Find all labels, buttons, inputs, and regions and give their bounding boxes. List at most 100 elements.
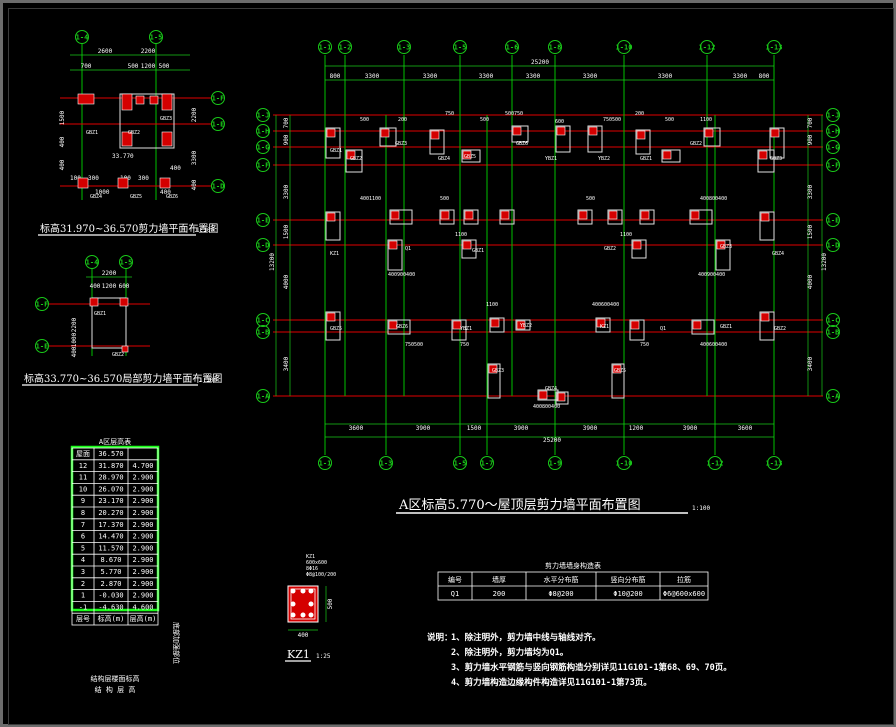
tl-axis-top-1-label: 1-5 <box>150 34 163 42</box>
wall-column-36 <box>488 364 498 374</box>
wall-label-1: GBZ2 <box>350 156 362 162</box>
piece-dim-23: 400600400 <box>700 342 727 348</box>
floor-row-2-elev: 26.070 <box>98 485 123 493</box>
wall-column-4 <box>462 150 472 160</box>
piece-dim-14: 1100 <box>455 232 467 238</box>
dim-bottom-4: 3900 <box>583 425 598 432</box>
wall-piece-24 <box>461 239 477 259</box>
main-title-scale: 1:100 <box>692 505 710 512</box>
top-left-title: 标高31.970~36.570剪力墙平面布置图 <box>40 222 218 235</box>
ml-dim-top: 2200 <box>102 270 117 277</box>
dim-bottom-0: 3600 <box>349 425 364 432</box>
tl-dim-left-0: 1500 <box>59 110 66 125</box>
wall-label-12: Q1 <box>405 246 411 252</box>
axis-left-6-label: 1-C <box>257 317 270 325</box>
floor-row-6-height: 2.900 <box>132 533 153 541</box>
dim-top-6: 3300 <box>658 73 673 80</box>
dim-left-total: 13200 <box>269 253 276 271</box>
axis-right-2-label: 1-G <box>827 144 840 152</box>
wall-column-35 <box>760 312 770 322</box>
axis-left-2-label: 1-G <box>257 144 270 152</box>
axis-left-3-label: 1-F <box>257 162 270 170</box>
wall-column-20 <box>640 210 650 220</box>
axis-bottom-2-circle <box>453 456 467 470</box>
wall-piece-36 <box>487 363 501 399</box>
note-1: 1、除注明外，剪力墙中线与轴线对齐。 <box>451 632 601 643</box>
tl-axis-right-0-label: 1-F <box>212 95 225 103</box>
wall-label-16: GBZ4 <box>772 251 784 257</box>
dim-left-4: 4000 <box>283 274 290 289</box>
piece-dim-9: 1100 <box>700 117 712 123</box>
axis-right-5-circle <box>826 238 840 252</box>
axis-top-7-circle <box>700 40 714 54</box>
floor-row-9-no: 3 <box>81 568 85 576</box>
wall-column-8 <box>636 130 646 140</box>
tl-dim-right-0: 2200 <box>191 107 198 122</box>
axis-right-0-circle <box>826 108 840 122</box>
axis-right-3-label: 1-F <box>827 162 840 170</box>
floor-row-10-elev: 2.870 <box>100 580 121 588</box>
dim-top-3: 3300 <box>479 73 494 80</box>
floor-row-10-height: 2.900 <box>132 580 153 588</box>
dim-left-1: 900 <box>283 134 290 145</box>
piece-dim-0: 500 <box>360 117 369 123</box>
wall-label-6: YBZ1 <box>545 156 557 162</box>
tl-dim-top2-0: 700 <box>81 63 92 70</box>
axis-right-4-circle <box>826 213 840 227</box>
kz1-rebar-7 <box>308 612 314 618</box>
wall-label-26: GBZ4 <box>545 386 557 392</box>
ml-axis-top-1-label: 1-5 <box>120 259 133 267</box>
kz1-dim-bottom: 400 <box>298 632 309 639</box>
wall-piece-12 <box>769 127 785 159</box>
wall-label-7: YBZ2 <box>598 156 610 162</box>
wall-piece-21 <box>689 209 713 225</box>
wall-label-14: GBZ2 <box>604 246 616 252</box>
wall-piece-29 <box>451 319 467 341</box>
dim-top-7: 3300 <box>733 73 748 80</box>
axis-left-4-label: 1-E <box>257 217 270 225</box>
dim-bottom-2: 1500 <box>467 425 482 432</box>
floor-row-2-no: 10 <box>79 485 87 493</box>
wall-piece-2 <box>379 127 397 147</box>
wall-piece-35 <box>759 311 775 341</box>
piece-dim-21: 750 <box>460 342 469 348</box>
wall-table-cell-2: Φ8@200 <box>548 590 573 598</box>
floor-row-9-elev: 5.770 <box>100 568 121 576</box>
dim-right-3: 1500 <box>807 224 814 239</box>
wall-piece-23 <box>387 239 403 271</box>
dim-bottom-6: 3900 <box>683 425 698 432</box>
wall-piece-3 <box>429 129 445 155</box>
tl-dim-right-1: 3300 <box>191 150 198 165</box>
axis-bottom-7-circle <box>767 456 781 470</box>
note-4: 4、剪力墙构造边缘构件构造详见11G101-1第73页。 <box>451 677 652 688</box>
ml-column-2 <box>121 345 129 353</box>
kz1-title: KZ1 <box>287 648 310 661</box>
wall-piece-26 <box>715 239 731 271</box>
dim-top-4: 3300 <box>526 73 541 80</box>
wall-label-8: GBZ1 <box>640 156 652 162</box>
piece-dim-24: 400800400 <box>533 404 560 410</box>
wall-table-title: 剪力墙墙身构造表 <box>545 561 601 570</box>
axis-right-0-label: 1-J <box>827 112 840 120</box>
wall-column-11 <box>758 150 768 160</box>
wall-table-cell-1: 200 <box>493 590 506 598</box>
tl-small-dim-3: 300 <box>138 175 149 182</box>
dim-bottom-7: 3600 <box>738 425 753 432</box>
tl-small-dim-5: 1000 <box>95 189 110 196</box>
floor-foot-1: 结构层楼面标高 <box>91 674 140 683</box>
wall-piece-5 <box>511 125 529 143</box>
floor-row-6-no: 6 <box>81 533 85 541</box>
tl-column-1 <box>121 93 133 111</box>
wall-column-3 <box>430 130 440 140</box>
ml-core-wall <box>91 297 127 349</box>
note-2: 2、除注明外，剪力墙均为Q1。 <box>451 647 568 658</box>
piece-dim-1: 200 <box>398 117 407 123</box>
floor-row-5-elev: 17.370 <box>98 521 123 529</box>
wall-table-header-4: 拉筋 <box>677 575 691 584</box>
piece-dim-20: 750500 <box>405 342 423 348</box>
wall-label-9: GBZ2 <box>690 141 702 147</box>
wall-column-26 <box>716 240 726 250</box>
dim-top-1: 3300 <box>365 73 380 80</box>
floor-row-8-no: 4 <box>81 556 85 564</box>
